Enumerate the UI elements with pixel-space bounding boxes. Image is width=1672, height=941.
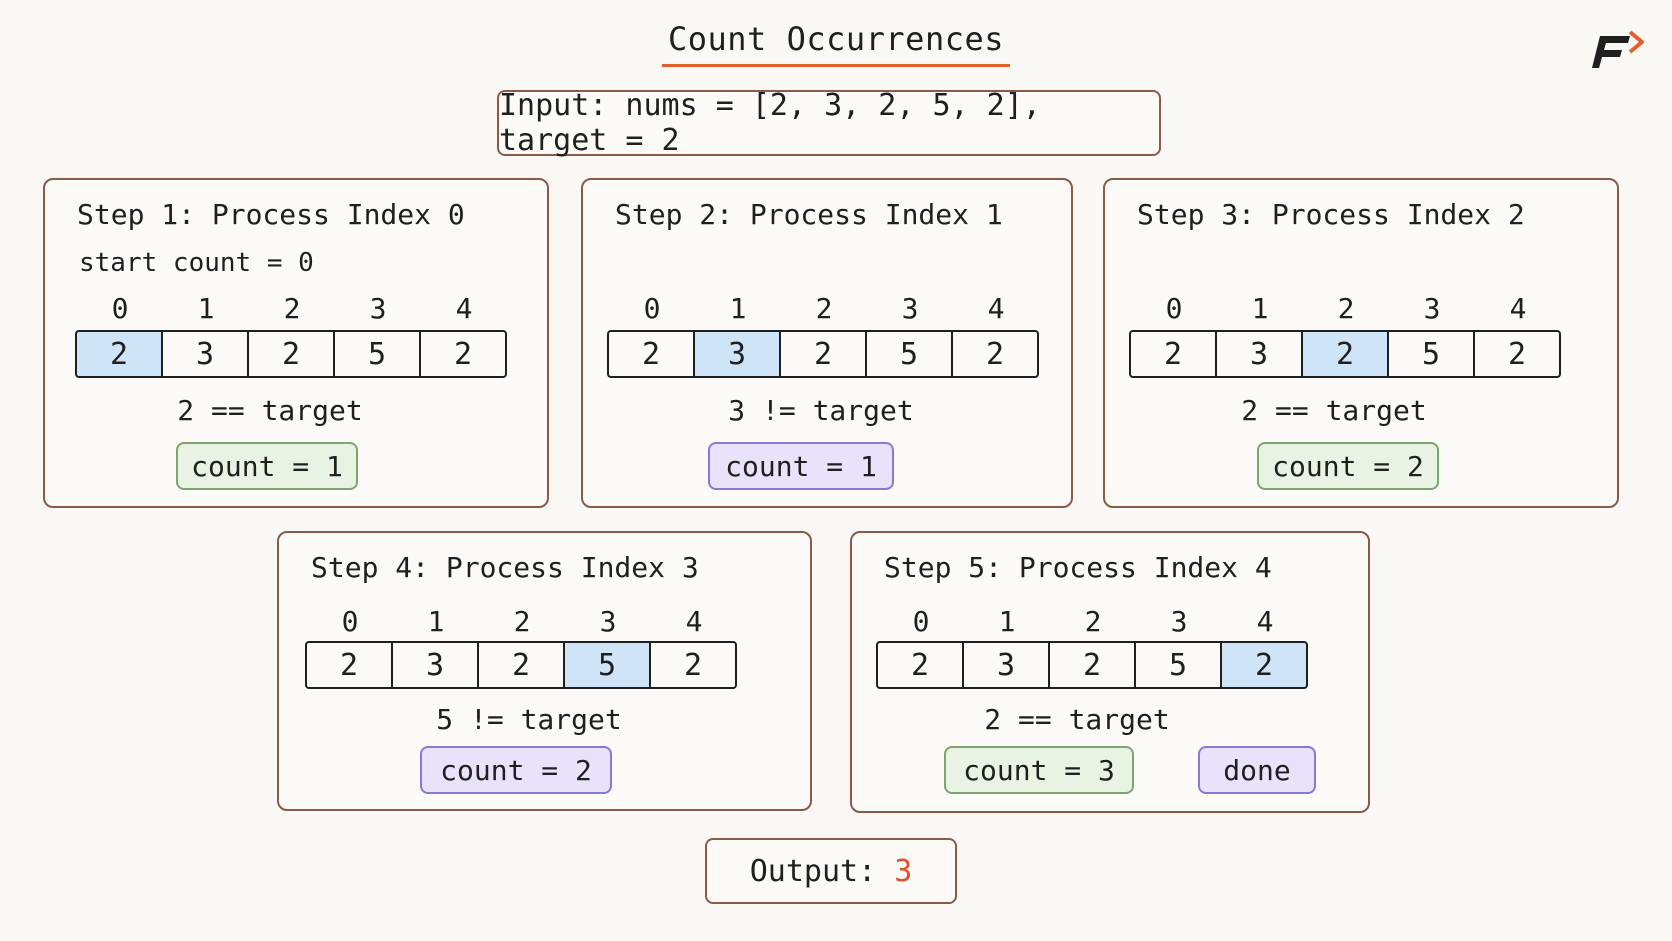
comparison-text: 5 != target <box>436 703 622 736</box>
array-cell: 5 <box>1134 641 1222 689</box>
title-text: Count Occurrences <box>661 20 1010 67</box>
array-cell: 2 <box>876 641 964 689</box>
step-4-panel: Step 4: Process Index 3 0 1 2 3 4 2 3 2 … <box>277 531 812 811</box>
array-row: 2 3 2 5 2 <box>607 330 1039 378</box>
index-label: 2 <box>283 292 301 325</box>
step-title: Step 5: Process Index 4 <box>884 551 1272 584</box>
index-label: 0 <box>1165 292 1183 325</box>
input-box: Input: nums = [2, 3, 2, 5, 2], target = … <box>497 88 1161 158</box>
array-cell: 5 <box>865 330 953 378</box>
array-row: 2 3 2 5 2 <box>305 641 737 689</box>
array-cell: 3 <box>391 641 479 689</box>
array-cell: 5 <box>333 330 421 378</box>
index-label: 1 <box>427 605 445 638</box>
array-cell: 2 <box>1220 641 1308 689</box>
array-cell: 3 <box>161 330 249 378</box>
array-cell: 2 <box>779 330 867 378</box>
index-label: 1 <box>1251 292 1269 325</box>
index-row: 0 1 2 3 4 <box>1131 292 1561 325</box>
comparison-text: 3 != target <box>728 394 914 427</box>
output-box: Output: 3 <box>705 838 957 904</box>
index-label: 1 <box>197 292 215 325</box>
count-badge: count = 2 <box>1257 442 1439 490</box>
index-label: 0 <box>111 292 129 325</box>
step-title: Step 1: Process Index 0 <box>77 198 465 231</box>
index-label: 3 <box>599 605 617 638</box>
input-text: Input: nums = [2, 3, 2, 5, 2], target = … <box>499 88 1041 158</box>
step-1-panel: Step 1: Process Index 0 start count = 0 … <box>43 178 549 508</box>
index-label: 2 <box>513 605 531 638</box>
index-label: 4 <box>987 292 1005 325</box>
array-cell: 3 <box>1215 330 1303 378</box>
count-badge: count = 2 <box>420 746 612 794</box>
index-label: 0 <box>643 292 661 325</box>
array-cell: 2 <box>1048 641 1136 689</box>
index-label: 4 <box>455 292 473 325</box>
index-row: 0 1 2 3 4 <box>77 292 507 325</box>
step-3-panel: Step 3: Process Index 2 0 1 2 3 4 2 3 2 … <box>1103 178 1619 508</box>
index-row: 0 1 2 3 4 <box>609 292 1039 325</box>
array-row: 2 3 2 5 2 <box>1129 330 1561 378</box>
comparison-text: 2 == target <box>177 394 363 427</box>
index-label: 0 <box>341 605 359 638</box>
array-cell: 2 <box>649 641 737 689</box>
step-2-panel: Step 2: Process Index 1 0 1 2 3 4 2 3 2 … <box>581 178 1073 508</box>
index-label: 3 <box>1170 605 1188 638</box>
array-cell: 5 <box>563 641 651 689</box>
output-value: 3 <box>894 853 913 889</box>
array-cell: 2 <box>75 330 163 378</box>
output-label: Output: <box>749 853 877 889</box>
index-label: 1 <box>998 605 1016 638</box>
array-cell: 2 <box>477 641 565 689</box>
step-title: Step 3: Process Index 2 <box>1137 198 1525 231</box>
index-label: 2 <box>815 292 833 325</box>
index-label: 4 <box>1256 605 1274 638</box>
done-badge: done <box>1198 746 1316 794</box>
index-label: 3 <box>901 292 919 325</box>
index-label: 4 <box>685 605 703 638</box>
index-row: 0 1 2 3 4 <box>878 605 1308 638</box>
diagram-title: Count Occurrences <box>0 20 1672 67</box>
brand-logo-icon <box>1592 30 1644 68</box>
index-label: 0 <box>912 605 930 638</box>
index-label: 2 <box>1084 605 1102 638</box>
array-cell: 2 <box>607 330 695 378</box>
array-row: 2 3 2 5 2 <box>876 641 1308 689</box>
index-label: 4 <box>1509 292 1527 325</box>
step-5-panel: Step 5: Process Index 4 0 1 2 3 4 2 3 2 … <box>850 531 1370 813</box>
index-row: 0 1 2 3 4 <box>307 605 737 638</box>
array-cell: 3 <box>693 330 781 378</box>
array-cell: 2 <box>305 641 393 689</box>
index-label: 3 <box>369 292 387 325</box>
step-title: Step 4: Process Index 3 <box>311 551 699 584</box>
array-cell: 2 <box>1129 330 1217 378</box>
array-cell: 2 <box>1473 330 1561 378</box>
array-cell: 2 <box>419 330 507 378</box>
array-row: 2 3 2 5 2 <box>75 330 507 378</box>
array-cell: 2 <box>1301 330 1389 378</box>
count-badge: count = 3 <box>944 746 1134 794</box>
index-label: 2 <box>1337 292 1355 325</box>
array-cell: 5 <box>1387 330 1475 378</box>
count-badge: count = 1 <box>708 442 894 490</box>
index-label: 1 <box>729 292 747 325</box>
step-title: Step 2: Process Index 1 <box>615 198 1003 231</box>
array-cell: 3 <box>962 641 1050 689</box>
comparison-text: 2 == target <box>1241 394 1427 427</box>
comparison-text: 2 == target <box>984 703 1170 736</box>
count-badge: count = 1 <box>176 442 358 490</box>
index-label: 3 <box>1423 292 1441 325</box>
array-cell: 2 <box>951 330 1039 378</box>
start-count-label: start count = 0 <box>79 248 314 278</box>
array-cell: 2 <box>247 330 335 378</box>
